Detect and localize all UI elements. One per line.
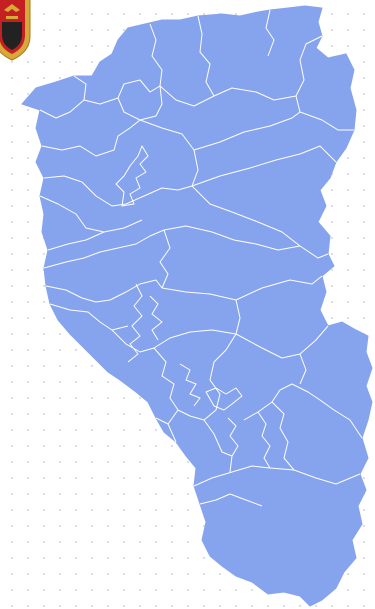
district-border (39, 99, 85, 119)
district-border (155, 417, 169, 425)
district-border (197, 15, 215, 97)
district-border (235, 325, 329, 359)
district-border (39, 195, 143, 233)
district-border (191, 185, 329, 259)
district-border (299, 111, 354, 131)
district-borders (39, 9, 363, 507)
district-border (153, 347, 179, 411)
district-border (139, 119, 199, 187)
district-border (43, 175, 193, 207)
district-border (49, 303, 129, 331)
district-border (257, 411, 271, 469)
district-border (161, 287, 241, 335)
coat-of-arms-icon (0, 0, 31, 61)
district-border (265, 9, 275, 57)
district-border (45, 279, 163, 303)
district-border (159, 229, 171, 289)
district-border (205, 387, 243, 411)
district-border (299, 353, 307, 385)
district-border (115, 145, 149, 207)
district-border (47, 231, 105, 251)
district-border (243, 383, 363, 439)
district-border (163, 225, 301, 251)
district-border (271, 401, 295, 471)
district-border (111, 329, 237, 353)
district-border (43, 229, 165, 269)
district-border (41, 119, 141, 157)
district-border (149, 23, 163, 87)
district-border (227, 417, 239, 457)
district-border (193, 465, 361, 487)
district-border (203, 419, 233, 473)
district-border (177, 333, 237, 421)
district-border (117, 85, 163, 121)
district-border (179, 363, 201, 407)
district-border (295, 35, 323, 113)
district-border (127, 283, 143, 363)
district-border (235, 275, 323, 301)
region-outline[interactable] (21, 5, 373, 607)
district-border (149, 295, 163, 341)
district-border (191, 145, 337, 187)
district-border (159, 85, 297, 107)
district-border (199, 493, 263, 507)
district-border (193, 111, 301, 151)
